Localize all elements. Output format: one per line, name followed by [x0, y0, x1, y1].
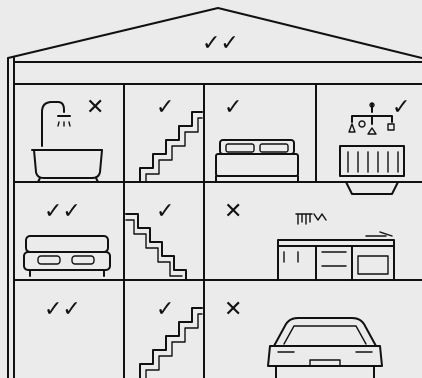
garage-left-mark: ✓✓	[44, 297, 81, 322]
kitchen-mark: ✕	[224, 199, 242, 224]
sofa-icon	[24, 236, 110, 276]
stairs-middle-mark: ✓	[156, 199, 174, 224]
bathroom-mark: ✕	[86, 95, 104, 120]
stairs-bottom-mark: ✓	[156, 297, 174, 322]
nursery-mark: ✓	[392, 95, 410, 120]
bed-icon	[216, 140, 298, 182]
bedroom-mark: ✓	[224, 95, 242, 120]
living-room-mark: ✓✓	[44, 199, 81, 224]
garage-mark: ✕	[224, 297, 242, 322]
car-icon	[268, 318, 382, 378]
stairs-top-mark: ✓	[156, 95, 174, 120]
kitchen-icon	[278, 214, 394, 280]
roof-mark: ✓✓	[202, 31, 239, 56]
staircase-icon-top	[140, 112, 202, 182]
